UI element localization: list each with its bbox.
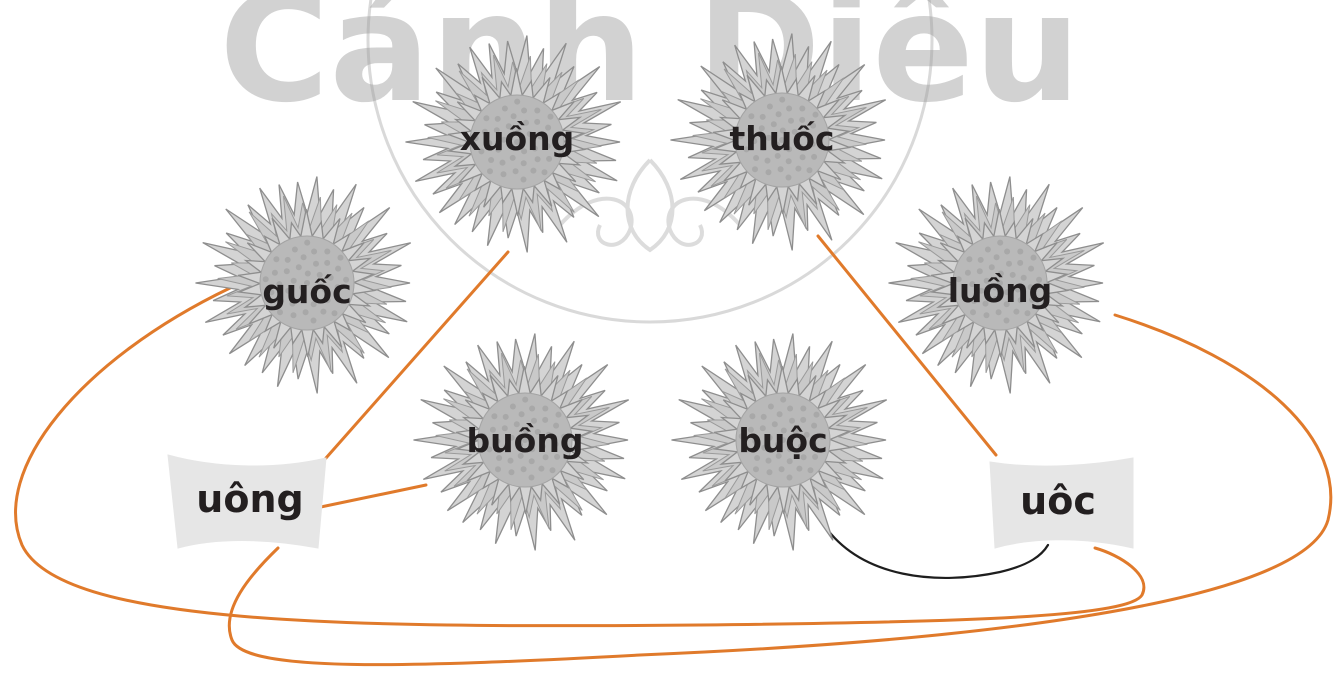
flag-label-uoc: uôc bbox=[1020, 479, 1096, 523]
flower-label-buong: buồng bbox=[467, 421, 584, 460]
connection-line-guoc-uoc bbox=[14, 286, 1146, 628]
flag-uoc: uôc bbox=[989, 457, 1134, 549]
watermark-circle bbox=[366, 0, 934, 324]
flower-xuong bbox=[405, 35, 622, 253]
flag-label-uong: uông bbox=[196, 477, 303, 521]
flower-guoc bbox=[195, 176, 412, 394]
connection-lines bbox=[14, 234, 1333, 667]
connection-line-thuoc-uoc bbox=[816, 234, 998, 457]
flower-buong bbox=[413, 333, 630, 551]
flower-luong bbox=[888, 176, 1105, 394]
flower-label-luong: luồng bbox=[948, 271, 1053, 310]
flag-shape bbox=[989, 457, 1134, 549]
connection-line-buong-uong bbox=[314, 483, 428, 510]
flower-label-thuoc: thuốc bbox=[730, 119, 835, 158]
flower-labels: xuồng thuốc guốc luồng buồng buộc bbox=[262, 119, 1052, 460]
flower-label-xuong: xuồng bbox=[460, 119, 575, 158]
connection-line-luong-uong bbox=[227, 313, 1333, 667]
flag-shape bbox=[167, 454, 327, 549]
watermark-ornament bbox=[558, 158, 742, 253]
flower-thuoc bbox=[670, 33, 887, 251]
connection-line-xuong-uong bbox=[324, 250, 510, 460]
watermark: Cánh Diều bbox=[219, 0, 1081, 324]
flower-label-guoc: guốc bbox=[262, 272, 351, 311]
flowers bbox=[195, 33, 1105, 551]
connection-line-buoc-uoc bbox=[820, 520, 1050, 579]
flower-label-buoc: buộc bbox=[738, 421, 827, 460]
flag-uong: uông bbox=[167, 454, 327, 549]
flower-buoc bbox=[671, 333, 888, 551]
watermark-text: Cánh Diều bbox=[219, 0, 1081, 136]
